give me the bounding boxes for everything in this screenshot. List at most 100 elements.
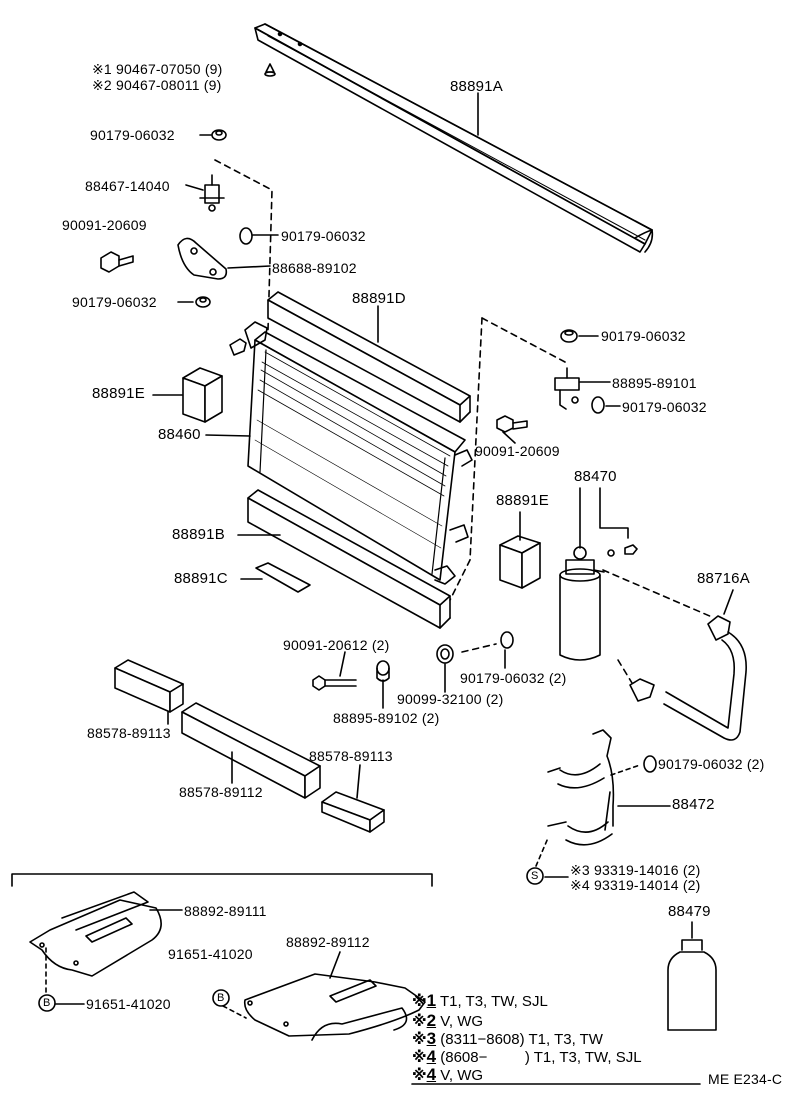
note-1-text: T1, T3, TW, SJL (439, 993, 548, 1010)
label-88578-89113-left: 88578-89113 (87, 725, 171, 741)
label-clip-1: ※1 90467-07050 (9) (92, 61, 223, 77)
label-88891A: 88891A (450, 78, 503, 95)
label-93319-a: ※3 93319-14016 (2) (570, 862, 701, 878)
label-bolt-c: 90091-20612 (2) (283, 637, 390, 653)
seal-88891A (254, 23, 654, 253)
clip-90467 (264, 63, 276, 77)
label-90099: 90099-32100 (2) (397, 691, 504, 707)
callout-b2-circle (212, 989, 230, 1007)
label-bolt-a: 90091-20609 (62, 217, 147, 233)
leader-88460 (205, 434, 251, 437)
label-88479: 88479 (668, 903, 711, 920)
label-88460: 88460 (158, 426, 201, 443)
leader-88716A (723, 589, 734, 615)
dash-s (535, 837, 549, 867)
block-88891D (267, 291, 471, 423)
block-88891B (247, 489, 451, 629)
bolt-90091-20612 (312, 675, 357, 691)
label-88891E-right: 88891E (496, 492, 549, 509)
label-88891C: 88891C (174, 570, 228, 587)
label-88716A: 88716A (697, 570, 750, 587)
label-88688: 88688-89102 (272, 260, 357, 276)
label-88895-89102: 88895-89102 (2) (333, 710, 440, 726)
leader-90091-20612 (339, 651, 346, 677)
leader-88892-89112 (329, 951, 341, 979)
group-bracket (11, 873, 433, 887)
block-88891E-right (499, 535, 541, 589)
grommet-90179-b (239, 227, 279, 245)
note-4: ※4 (8608− ) T1, T3, TW, SJL (412, 1048, 642, 1067)
cover-88892-89111 (29, 891, 162, 977)
pipe-88716A (629, 615, 747, 741)
collar-88895-89102 (376, 660, 390, 682)
grommet-90179-f (500, 631, 514, 649)
dash-88472 (610, 764, 641, 776)
note-3-num: 3 (426, 1029, 437, 1048)
label-clip-2: ※2 90467-08011 (9) (92, 77, 222, 93)
note-1-num: 1 (426, 991, 437, 1010)
bolt-90091-a (100, 251, 134, 273)
bracket-88467 (199, 174, 225, 212)
callout-b1: B (43, 997, 51, 1009)
note-5-text: V, WG (440, 1067, 484, 1084)
leader-90091-b (502, 431, 516, 444)
label-88891D: 88891D (352, 290, 406, 307)
label-bolt-b: 90091-20609 (475, 443, 560, 459)
bolt-90091-b (496, 415, 528, 433)
label-nut-g: 90179-06032 (2) (658, 756, 765, 772)
nut-90179-g (643, 755, 657, 773)
label-nut-d: 90179-06032 (601, 328, 686, 344)
note-3: ※3 (8311−8608) T1, T3, TW (412, 1030, 603, 1049)
label-grommet-e: 90179-06032 (622, 399, 707, 415)
leader-88467 (185, 184, 204, 191)
dash-pipe-b (617, 659, 633, 684)
label-88891B: 88891B (172, 526, 225, 543)
dash-pipe (602, 569, 713, 618)
leader-88470 (599, 487, 629, 539)
nut-90179-c (195, 296, 211, 308)
strip-88891C (255, 562, 311, 593)
label-grommet-b: 90179-06032 (281, 228, 366, 244)
grommet-90179-e (591, 396, 605, 414)
bottle-88479 (667, 939, 717, 1031)
leader-88688 (227, 265, 271, 269)
block-88578-89112 (181, 702, 321, 799)
note-5: ※4 V, WG (412, 1066, 483, 1085)
bracket-88895-89101 (554, 367, 580, 410)
leader-88578-89113-right (356, 764, 361, 799)
label-88470: 88470 (574, 468, 617, 485)
grommet-90099 (436, 644, 454, 664)
note-4-num: 4 (426, 1047, 437, 1066)
condenser-88460 (229, 321, 473, 585)
label-nut-c: 90179-06032 (72, 294, 157, 310)
block-88578-89113-right (321, 791, 385, 833)
block-88578-89113-left (114, 659, 184, 713)
nut-90179-a (211, 129, 227, 141)
label-88895-89101: 88895-89101 (612, 375, 697, 391)
note-1: ※1 T1, T3, TW, SJL (412, 992, 548, 1011)
note-5-num: 4 (426, 1065, 437, 1084)
dash-b2 (222, 1005, 247, 1019)
note-3-mark: ※ (412, 1030, 427, 1048)
label-nut-a: 90179-06032 (90, 127, 175, 143)
bracket-88472 (547, 729, 615, 846)
note-2-num: 2 (426, 1011, 437, 1030)
note-4-text: (8608− ) T1, T3, TW, SJL (440, 1049, 642, 1066)
note-3-text: (8311−8608) T1, T3, TW (440, 1031, 603, 1048)
callout-b2: B (217, 992, 225, 1004)
reference-code: ME E234-C (708, 1071, 783, 1087)
assembly-line-left (214, 159, 273, 331)
label-88892-89111: 88892-89111 (184, 903, 267, 919)
label-88892-89112: 88892-89112 (286, 934, 370, 950)
assembly-line-right-lower (449, 317, 483, 601)
callout-s: S (531, 870, 539, 882)
cover-88892-89112 (243, 973, 426, 1041)
label-91651-b: 91651-41020 (86, 996, 171, 1012)
callout-b1-circle (38, 994, 56, 1012)
note-2: ※2 V, WG (412, 1012, 483, 1031)
label-grommet-f: 90179-06032 (2) (460, 670, 567, 686)
note-5-mark: ※ (412, 1066, 427, 1084)
callout-s-circle (526, 867, 544, 885)
label-91651-a: 91651-41020 (168, 946, 253, 962)
